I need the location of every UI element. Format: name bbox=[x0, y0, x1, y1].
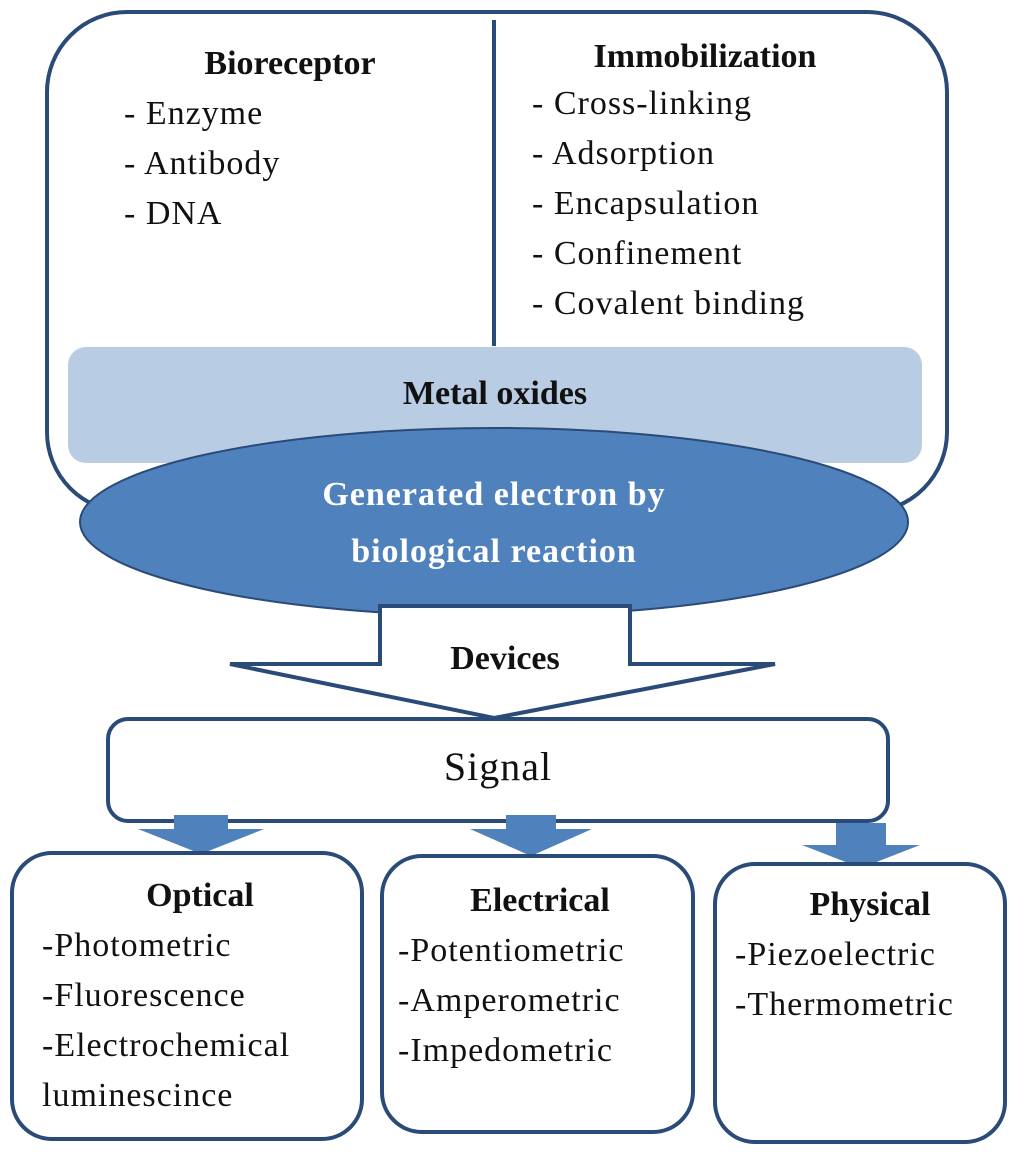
physical-box bbox=[713, 862, 1007, 1144]
electrical-item: -Potentiometric bbox=[398, 932, 625, 969]
immobilization-item: - Encapsulation bbox=[532, 185, 760, 222]
immobilization-title: Immobilization bbox=[593, 38, 817, 75]
arrow-to-optical bbox=[138, 815, 264, 854]
optical-title: Optical bbox=[146, 877, 254, 914]
electron-line-1: Generated electron by bbox=[322, 476, 666, 513]
electrical-item: -Amperometric bbox=[398, 982, 621, 1019]
electrical-item: -Impedometric bbox=[398, 1032, 614, 1069]
arrow-to-electrical bbox=[470, 815, 592, 856]
metal-oxides-band bbox=[68, 347, 922, 463]
physical-item: -Thermometric bbox=[735, 986, 954, 1023]
immobilization-item: - Adsorption bbox=[532, 135, 715, 172]
optical-item: -Photometric bbox=[42, 927, 232, 964]
optical-box bbox=[10, 851, 364, 1141]
bioreceptor-list: - Enzyme - Antibody - DNA bbox=[124, 89, 280, 239]
electrical-title: Electrical bbox=[470, 882, 610, 919]
optical-list: -Photometric -Fluorescence -Electrochemi… bbox=[42, 921, 290, 1121]
optical-item: -Electrochemical bbox=[42, 1027, 291, 1064]
immobilization-item: - Cross-linking bbox=[532, 85, 752, 122]
physical-list: -Piezoelectric -Thermometric bbox=[735, 930, 954, 1030]
bioreceptor-title: Bioreceptor bbox=[204, 45, 376, 82]
electrical-list: -Potentiometric -Amperometric -Impedomet… bbox=[398, 926, 625, 1076]
bioreceptor-item: - Enzyme bbox=[124, 95, 264, 132]
electron-line-2: biological reaction bbox=[351, 533, 637, 570]
electrical-box bbox=[380, 854, 695, 1134]
optical-item: -Fluorescence bbox=[42, 977, 246, 1014]
arrow-to-physical bbox=[802, 823, 920, 868]
immobilization-item: - Confinement bbox=[532, 235, 743, 272]
signal-box bbox=[106, 717, 890, 823]
devices-label: Devices bbox=[450, 640, 560, 677]
bioreceptor-item: - DNA bbox=[124, 195, 223, 232]
electron-ellipse-text: Generated electron by biological reactio… bbox=[180, 466, 808, 580]
physical-item: -Piezoelectric bbox=[735, 936, 936, 973]
devices-arrow bbox=[229, 604, 776, 721]
immobilization-item: - Covalent binding bbox=[532, 285, 805, 322]
immobilization-list: - Cross-linking - Adsorption - Encapsula… bbox=[532, 79, 805, 329]
optical-item: luminescince bbox=[42, 1077, 234, 1114]
metal-oxides-label: Metal oxides bbox=[402, 375, 588, 412]
signal-label: Signal bbox=[443, 744, 553, 789]
physical-title: Physical bbox=[809, 886, 931, 923]
bioreceptor-item: - Antibody bbox=[124, 145, 281, 182]
